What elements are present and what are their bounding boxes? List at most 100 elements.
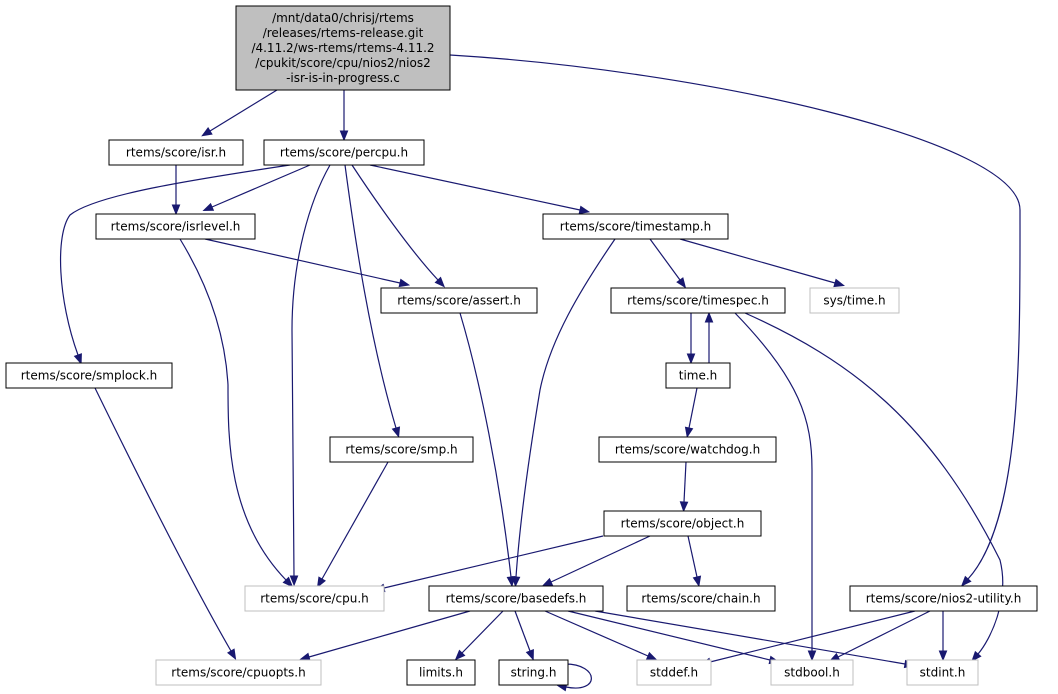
node-label: sys/time.h: [823, 294, 885, 308]
node-box: [770, 659, 854, 686]
edge-arrowhead: [938, 650, 948, 662]
node-percpu[interactable]: rtems/score/percpu.h: [263, 139, 425, 166]
node-watchdog[interactable]: rtems/score/watchdog.h: [598, 436, 777, 463]
edge-basedefs-to-string: [514, 610, 534, 661]
node-label: rtems/score/object.h: [621, 517, 745, 531]
edge-arrowhead: [202, 202, 215, 212]
edge-timestamp-to-timespec: [649, 238, 687, 289]
node-box: [380, 287, 538, 314]
edge-line: [744, 312, 1004, 655]
edge-line: [94, 387, 232, 652]
edges-layer: [60, 54, 1021, 692]
node-label: -isr-is-in-progress.c: [286, 71, 400, 85]
edge-arrowhead: [679, 501, 689, 513]
edge-timeh-to-timespec: [704, 311, 714, 363]
node-box: [598, 436, 777, 463]
edge-timespec-to-stdint: [744, 312, 1004, 662]
node-label: rtems/score/nios2-utility.h: [866, 592, 1022, 606]
node-string[interactable]: string.h: [498, 659, 569, 686]
edge-arrowhead: [506, 576, 516, 588]
node-root[interactable]: /mnt/data0/chrisj/rtems/releases/rtems-r…: [235, 5, 451, 91]
node-basedefs[interactable]: rtems/score/basedefs.h: [428, 585, 604, 612]
edge-line: [383, 535, 604, 589]
edge-percpu-to-smplock: [60, 164, 291, 365]
edge-arrowhead: [971, 650, 982, 662]
node-object[interactable]: rtems/score/object.h: [603, 510, 762, 537]
node-label: /cpukit/score/cpu/nios2/nios2: [255, 56, 430, 70]
edge-arrowhead: [398, 278, 411, 288]
edge-arrowhead: [201, 127, 213, 137]
nodes-layer: /mnt/data0/chrisj/rtems/releases/rtems-r…: [5, 5, 1038, 686]
node-smplock[interactable]: rtems/score/smplock.h: [5, 362, 173, 389]
node-label: /mnt/data0/chrisj/rtems: [272, 11, 414, 25]
edge-smplock-to-cpuopts: [94, 387, 237, 660]
edge-line: [679, 238, 836, 284]
node-assert[interactable]: rtems/score/assert.h: [380, 287, 538, 314]
edge-line: [550, 535, 651, 583]
edge-percpu-to-isrlevel: [202, 164, 311, 212]
edge-line: [321, 461, 389, 580]
node-chain[interactable]: rtems/score/chain.h: [626, 585, 776, 612]
node-stdint: stdint.h: [906, 659, 979, 686]
edge-arrowhead: [645, 651, 658, 661]
edge-arrowhead: [171, 204, 181, 216]
edge-basedefs-to-stddef: [544, 610, 658, 661]
edge-timeh-to-watchdog: [684, 387, 698, 439]
node-label: rtems/score/isrlevel.h: [111, 220, 241, 234]
node-box: [235, 5, 451, 91]
edge-timestamp-to-systime: [679, 238, 845, 288]
edge-arrowhead: [676, 277, 687, 289]
node-isrlevel[interactable]: rtems/score/isrlevel.h: [95, 213, 256, 240]
edge-line: [837, 610, 931, 658]
edge-arrowhead: [339, 130, 349, 142]
node-limits[interactable]: limits.h: [406, 659, 476, 686]
edge-arrowhead: [227, 648, 237, 660]
edge-arrowhead: [73, 353, 82, 365]
edge-arrowhead: [391, 426, 401, 438]
node-box: [603, 510, 762, 537]
edge-timespec-to-timeh: [686, 313, 696, 365]
node-label: rtems/score/watchdog.h: [615, 443, 760, 457]
edge-line: [60, 164, 291, 356]
node-label: stddef.h: [650, 666, 698, 680]
edge-line: [649, 238, 681, 281]
node-box: [108, 139, 244, 166]
edge-line: [351, 164, 439, 281]
node-label: rtems/score/isr.h: [126, 146, 226, 160]
node-smp[interactable]: rtems/score/smp.h: [329, 436, 474, 463]
edge-percpu-to-cpu: [289, 164, 331, 587]
edge-root-to-percpu: [339, 90, 349, 142]
node-box: [5, 362, 173, 389]
node-label: rtems/score/timestamp.h: [560, 220, 711, 234]
node-box: [906, 659, 979, 686]
node-box: [155, 659, 322, 686]
node-label: stdbool.h: [784, 666, 840, 680]
node-label: limits.h: [419, 666, 463, 680]
edge-line: [594, 610, 906, 665]
node-label: rtems/score/smplock.h: [21, 369, 158, 383]
edge-line: [688, 387, 698, 429]
node-label: rtems/score/timespec.h: [627, 294, 769, 308]
node-cpuopts: rtems/score/cpuopts.h: [155, 659, 322, 686]
edge-arrowhead: [684, 426, 694, 439]
edge-percpu-to-smp: [344, 164, 401, 438]
edge-line: [514, 610, 531, 652]
node-label: rtems/score/percpu.h: [280, 146, 408, 160]
node-label: rtems/score/cpuopts.h: [171, 666, 305, 680]
node-label: rtems/score/assert.h: [397, 294, 521, 308]
edge-isrlevel-to-cpu: [179, 238, 294, 588]
node-stdbool: stdbool.h: [770, 659, 854, 686]
node-timespec[interactable]: rtems/score/timespec.h: [610, 287, 786, 314]
node-box: [636, 659, 712, 686]
node-nios2util[interactable]: rtems/score/nios2-utility.h: [849, 585, 1038, 612]
node-timeh[interactable]: time.h: [665, 362, 731, 389]
edge-object-to-chain: [687, 535, 702, 588]
node-label: rtems/score/chain.h: [641, 592, 760, 606]
node-timestamp[interactable]: rtems/score/timestamp.h: [542, 213, 729, 240]
node-box: [809, 287, 900, 314]
node-stddef: stddef.h: [636, 659, 712, 686]
node-box: [498, 659, 569, 686]
node-isr[interactable]: rtems/score/isr.h: [108, 139, 244, 166]
edge-arrowhead: [960, 575, 972, 587]
node-label: rtems/score/cpu.h: [260, 592, 369, 606]
